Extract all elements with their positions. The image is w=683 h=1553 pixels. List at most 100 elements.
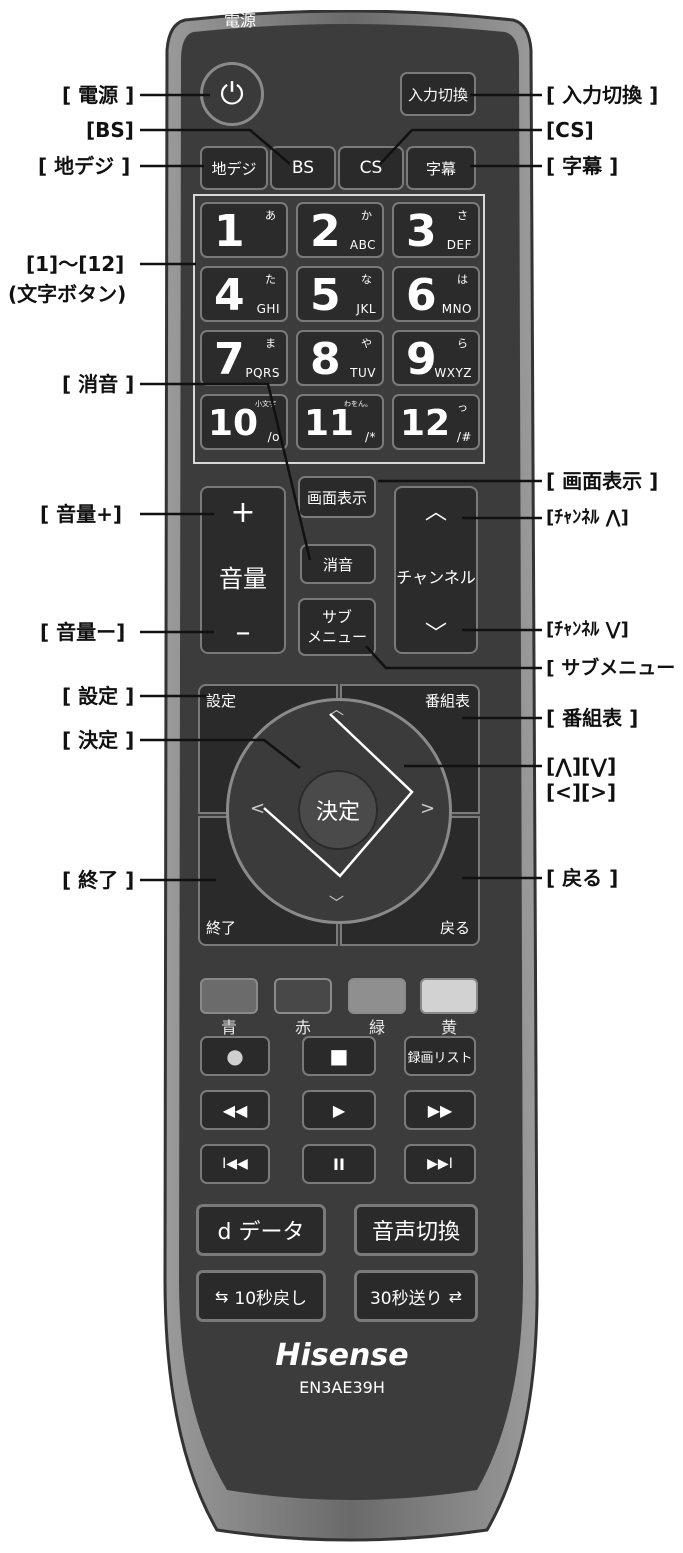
number-letters: /* bbox=[364, 430, 376, 444]
number-button-7[interactable]: 7 ま PQRS bbox=[200, 330, 288, 386]
volume-down-button[interactable]: – bbox=[235, 614, 251, 650]
mute-button[interactable]: 消音 bbox=[300, 544, 376, 584]
dpad-right-button[interactable]: > bbox=[420, 798, 436, 819]
number-kana: 小文字 bbox=[255, 400, 276, 408]
submenu-label-2: メニュー bbox=[306, 628, 367, 646]
callout-guide: [ 番組表 ] bbox=[546, 706, 639, 730]
number-digit: 11 bbox=[304, 403, 355, 444]
fwd30-icon: ⇄ bbox=[448, 1286, 463, 1306]
number-kana: ま bbox=[265, 337, 276, 350]
cs-button[interactable]: CS bbox=[338, 146, 404, 190]
callout-arrows-2: [<][>] bbox=[546, 780, 617, 804]
number-digit: 8 bbox=[310, 334, 341, 385]
settings-label: 設定 bbox=[206, 692, 237, 710]
number-kana: や bbox=[361, 337, 372, 350]
brand-logo: Hisense bbox=[275, 1338, 409, 1373]
number-letters: ABC bbox=[349, 238, 376, 252]
dpad-left-button[interactable]: < bbox=[250, 798, 266, 819]
callout-channel-up: [ﾁｬﾝﾈﾙ ⋀] bbox=[546, 507, 629, 528]
number-kana: あ bbox=[265, 209, 276, 222]
submenu-label-1: サブ bbox=[321, 608, 352, 626]
number-button-8[interactable]: 8 や TUV bbox=[296, 330, 384, 386]
number-letters: /# bbox=[456, 430, 472, 444]
volume-rocker[interactable] bbox=[200, 486, 286, 654]
number-digit: 12 bbox=[400, 403, 451, 444]
ok-button[interactable]: 決定 bbox=[298, 770, 378, 850]
callout-volume-down: [ 音量ー] bbox=[40, 620, 126, 644]
color-key-label: 緑 bbox=[368, 1018, 385, 1037]
color-key-2[interactable] bbox=[274, 978, 332, 1014]
color-key-label: 黄 bbox=[440, 1018, 457, 1037]
callout-settings: [ 設定 ] bbox=[62, 684, 135, 708]
guide-label: 番組表 bbox=[424, 692, 470, 710]
number-digit: 7 bbox=[214, 334, 245, 385]
volume-label: 音量 bbox=[219, 564, 267, 593]
dpad-down-button[interactable]: ﹀ bbox=[329, 894, 345, 912]
record-button[interactable]: ● bbox=[200, 1036, 270, 1076]
number-letters: PQRS bbox=[245, 366, 280, 380]
number-button-9[interactable]: 9 ら WXYZ bbox=[392, 330, 480, 386]
color-key-1[interactable] bbox=[200, 978, 258, 1014]
number-digit: 4 bbox=[214, 270, 245, 321]
callout-submenu: [ サブメニュー ] bbox=[546, 657, 683, 679]
subtitle-button[interactable]: 字幕 bbox=[406, 146, 476, 190]
callout-chideji: [ 地デジ ] bbox=[38, 154, 131, 178]
submenu-button[interactable]: サブ メニュー bbox=[298, 598, 376, 656]
callout-back: [ 戻る ] bbox=[546, 866, 619, 890]
back10-button[interactable]: ⇆ 10秒戻し bbox=[196, 1270, 326, 1322]
number-kana: ら bbox=[457, 337, 468, 350]
channel-down-button[interactable]: ﹀ bbox=[424, 622, 447, 647]
callout-ok: [ 決定 ] bbox=[62, 728, 135, 752]
previous-button[interactable]: I◀◀ bbox=[200, 1144, 270, 1184]
number-kana: か bbox=[361, 209, 372, 222]
callout-subtitle: [ 字幕 ] bbox=[546, 154, 619, 178]
number-digit: 1 bbox=[214, 206, 245, 257]
number-letters: TUV bbox=[350, 366, 376, 380]
display-button[interactable]: 画面表示 bbox=[298, 476, 376, 518]
number-letters: WXYZ bbox=[434, 366, 472, 380]
channel-rocker[interactable] bbox=[394, 486, 478, 654]
number-digit: 5 bbox=[310, 270, 341, 321]
number-letters: GHI bbox=[256, 302, 280, 316]
fast-forward-button[interactable]: ▶▶ bbox=[404, 1090, 476, 1130]
color-key-3[interactable] bbox=[348, 978, 406, 1014]
color-key-4[interactable] bbox=[420, 978, 478, 1014]
number-letters: /o bbox=[267, 430, 280, 444]
callout-display: [ 画面表示 ] bbox=[546, 469, 659, 493]
chideji-button[interactable]: 地デジ bbox=[200, 146, 268, 190]
audio-switch-button[interactable]: 音声切換 bbox=[354, 1204, 478, 1256]
recording-list-button[interactable]: 録画リスト bbox=[404, 1036, 476, 1076]
channel-up-button[interactable]: ︿ bbox=[424, 500, 447, 525]
exit-label: 終了 bbox=[206, 919, 237, 937]
number-digit: 9 bbox=[406, 334, 437, 385]
channel-label: チャンネル bbox=[396, 568, 476, 587]
callout-volume-up: [ 音量+] bbox=[40, 502, 123, 526]
power-top-label: 電源 bbox=[223, 11, 256, 30]
pause-button[interactable]: II bbox=[302, 1144, 376, 1184]
volume-up-button[interactable]: + bbox=[230, 494, 256, 530]
next-button[interactable]: ▶▶I bbox=[404, 1144, 476, 1184]
number-digit: 6 bbox=[406, 270, 437, 321]
callout-power: [ 電源 ] bbox=[62, 83, 135, 107]
data-button[interactable]: d データ bbox=[196, 1204, 326, 1256]
play-button[interactable]: ▶ bbox=[302, 1090, 376, 1130]
number-kana: は bbox=[457, 273, 468, 286]
number-letters: JKL bbox=[356, 302, 376, 316]
bs-button[interactable]: BS bbox=[270, 146, 336, 190]
rewind-button[interactable]: ◀◀ bbox=[200, 1090, 270, 1130]
fwd30-button[interactable]: 30秒送り ⇄ bbox=[354, 1270, 478, 1322]
stop-button[interactable]: ■ bbox=[302, 1036, 376, 1076]
color-key-label: 赤 bbox=[294, 1018, 311, 1037]
dpad-up-button[interactable]: ︿ bbox=[329, 700, 345, 718]
input-switch-button[interactable]: 入力切換 bbox=[400, 72, 476, 116]
